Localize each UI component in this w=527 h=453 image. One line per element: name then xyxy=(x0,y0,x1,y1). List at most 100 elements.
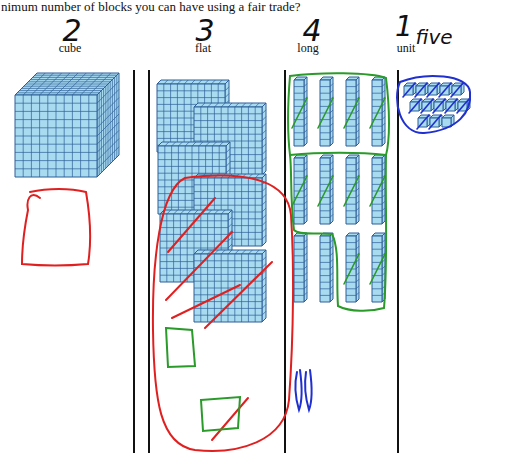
block-stroke xyxy=(294,282,304,283)
block-stroke xyxy=(191,80,195,84)
block-stroke xyxy=(242,103,246,107)
block-stroke xyxy=(262,304,266,308)
block-stroke xyxy=(235,103,239,107)
block-stroke xyxy=(262,123,266,127)
tally-mark xyxy=(318,98,333,128)
handwritten-word: five xyxy=(415,26,452,48)
handwritten-count: 2 xyxy=(62,14,81,47)
block-stroke xyxy=(320,164,330,165)
block-stroke xyxy=(320,275,330,276)
block-stroke xyxy=(15,127,97,128)
block-stroke xyxy=(194,205,262,206)
block-stroke xyxy=(372,217,382,218)
block-stroke xyxy=(226,169,230,173)
block-stroke xyxy=(320,288,330,289)
block-stroke xyxy=(320,204,330,205)
block-face xyxy=(194,254,262,322)
block-stroke xyxy=(346,86,356,87)
block-stroke xyxy=(160,234,228,235)
block-stroke xyxy=(262,130,266,134)
block-stroke xyxy=(208,210,212,214)
block-stroke xyxy=(201,103,205,107)
block-stroke xyxy=(320,249,330,250)
block-stroke xyxy=(320,282,330,283)
block-stroke xyxy=(31,73,53,95)
block-stroke xyxy=(320,262,330,263)
block-stroke xyxy=(372,132,382,133)
block-stroke xyxy=(242,250,246,254)
block-face xyxy=(194,250,266,254)
block-stroke xyxy=(228,217,232,221)
block-stroke xyxy=(262,208,266,212)
block-stroke xyxy=(228,224,232,228)
block-stroke xyxy=(372,126,382,127)
block-stroke xyxy=(262,215,266,219)
tally-mark xyxy=(457,99,469,113)
block-stroke xyxy=(211,80,215,84)
block-stroke xyxy=(262,164,266,168)
block-face xyxy=(158,142,230,146)
block-stroke xyxy=(194,141,262,142)
block-stroke xyxy=(346,249,356,250)
block-stroke xyxy=(346,139,356,140)
block-stroke xyxy=(294,249,304,250)
block-stroke xyxy=(262,284,266,288)
block-stroke xyxy=(346,171,356,172)
block-face xyxy=(320,236,330,302)
block-face xyxy=(262,250,266,322)
block-stroke xyxy=(294,126,304,127)
block-stroke xyxy=(346,126,356,127)
block-stroke xyxy=(320,217,330,218)
tally-marks xyxy=(403,83,469,129)
block-stroke xyxy=(294,86,304,87)
block-stroke xyxy=(15,103,97,104)
block-stroke xyxy=(372,139,382,140)
block-stroke xyxy=(221,103,225,107)
block-stroke xyxy=(320,126,330,127)
block-stroke xyxy=(262,277,266,281)
block-stroke xyxy=(262,117,266,121)
block-stroke xyxy=(15,111,97,112)
block-stroke xyxy=(294,242,304,243)
block-stroke xyxy=(221,250,225,254)
block-stroke xyxy=(164,80,168,84)
block-stroke xyxy=(294,275,304,276)
tally-mark xyxy=(344,254,359,284)
block-stroke xyxy=(194,267,262,268)
block-stroke xyxy=(158,152,226,153)
block-stroke xyxy=(97,122,119,144)
handwritten-count: 1 xyxy=(395,12,413,43)
block-stroke xyxy=(262,291,266,295)
cube-block xyxy=(15,73,119,177)
block-stroke xyxy=(346,99,356,100)
block-stroke xyxy=(97,81,119,103)
block-stroke xyxy=(248,250,252,254)
block-stroke xyxy=(194,294,262,295)
block-stroke xyxy=(64,73,86,95)
block-face xyxy=(97,73,119,177)
block-stroke xyxy=(97,139,119,161)
block-stroke xyxy=(201,250,205,254)
block-stroke xyxy=(294,204,304,205)
block-stroke xyxy=(178,142,182,146)
block-stroke xyxy=(192,142,196,146)
long-block xyxy=(294,233,307,302)
block-stroke xyxy=(184,80,188,84)
block-stroke xyxy=(262,201,266,205)
column-label: unit xyxy=(397,42,416,55)
block-stroke xyxy=(228,250,232,254)
block-stroke xyxy=(294,295,304,296)
block-stroke xyxy=(177,80,181,84)
question-text: nimum number of blocks you can have usin… xyxy=(1,0,301,14)
block-stroke xyxy=(187,210,191,214)
block-stroke xyxy=(346,242,356,243)
tally-mark xyxy=(344,176,359,206)
block-stroke xyxy=(262,235,266,239)
block-stroke xyxy=(226,156,230,160)
block-stroke xyxy=(372,93,382,94)
block-stroke xyxy=(160,241,228,242)
block-stroke xyxy=(262,188,266,192)
block-stroke xyxy=(174,210,178,214)
tally-mark xyxy=(439,83,451,97)
